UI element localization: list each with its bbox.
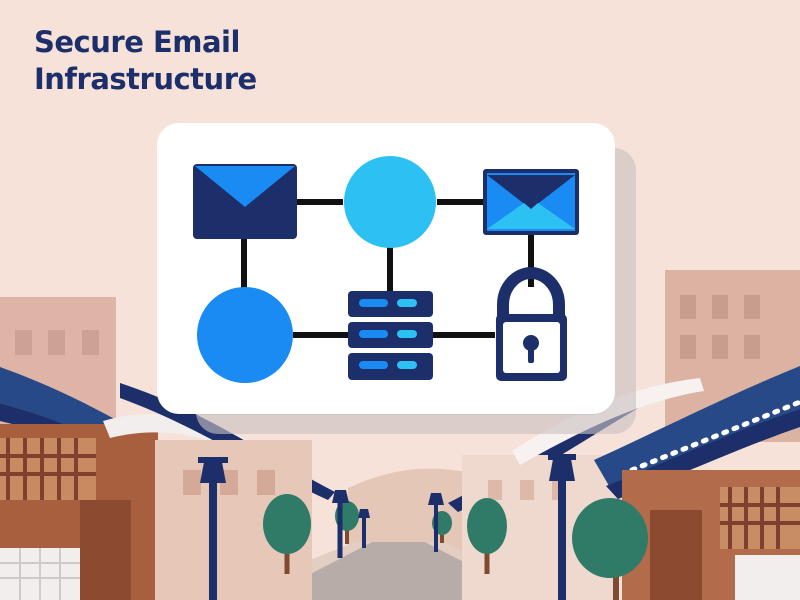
right-building-window bbox=[712, 295, 728, 319]
right-building-window bbox=[680, 295, 696, 319]
left-hanok-door bbox=[80, 500, 131, 600]
right-hanok-roof-beads bbox=[629, 399, 800, 473]
left-building-window bbox=[82, 330, 99, 355]
tree-canopy bbox=[467, 498, 507, 554]
left-hanok-lattice-lines bbox=[0, 438, 96, 500]
server-icon bbox=[348, 291, 433, 380]
street-lamp-right bbox=[548, 454, 576, 600]
right-building-window bbox=[744, 295, 760, 319]
right-building-window bbox=[712, 335, 728, 359]
lock-icon bbox=[496, 266, 567, 381]
street-lamp-small bbox=[358, 509, 370, 548]
left-mid-window bbox=[183, 470, 201, 495]
right-building-window bbox=[744, 335, 760, 359]
tree-canopy bbox=[572, 498, 648, 578]
left-building-window bbox=[48, 330, 65, 355]
tree-canopy bbox=[263, 494, 311, 554]
envelope-icon bbox=[193, 164, 297, 239]
left-hanok-lattice bbox=[0, 438, 96, 500]
page-title: Secure Email Infrastructure bbox=[34, 24, 374, 98]
right-wall-base bbox=[735, 555, 800, 600]
email-network-card bbox=[157, 123, 615, 414]
street-lamp-small bbox=[332, 490, 349, 558]
right-hanok-roof bbox=[594, 366, 800, 491]
right-building-window bbox=[680, 335, 696, 359]
right-hanok-lattice-lines bbox=[720, 487, 800, 549]
email-network-diagram bbox=[193, 156, 579, 383]
left-building-window bbox=[15, 330, 32, 355]
right-mid-white-roof bbox=[512, 378, 704, 465]
left-wall-base-lines bbox=[0, 548, 80, 600]
street-lamp-small bbox=[428, 493, 444, 552]
right-hanok-door bbox=[650, 510, 702, 600]
envelope-icon bbox=[483, 169, 579, 235]
left-mid-window bbox=[257, 470, 275, 495]
page-title-line-1: Secure Email bbox=[34, 25, 240, 59]
network-node-icon bbox=[197, 287, 293, 383]
right-mid-window bbox=[520, 480, 534, 500]
street-lamp-left bbox=[198, 457, 228, 600]
page-title-line-2: Infrastructure bbox=[34, 62, 257, 96]
left-mid-roof bbox=[103, 413, 284, 470]
right-mid-window bbox=[488, 480, 502, 500]
network-node-icon bbox=[344, 156, 436, 248]
